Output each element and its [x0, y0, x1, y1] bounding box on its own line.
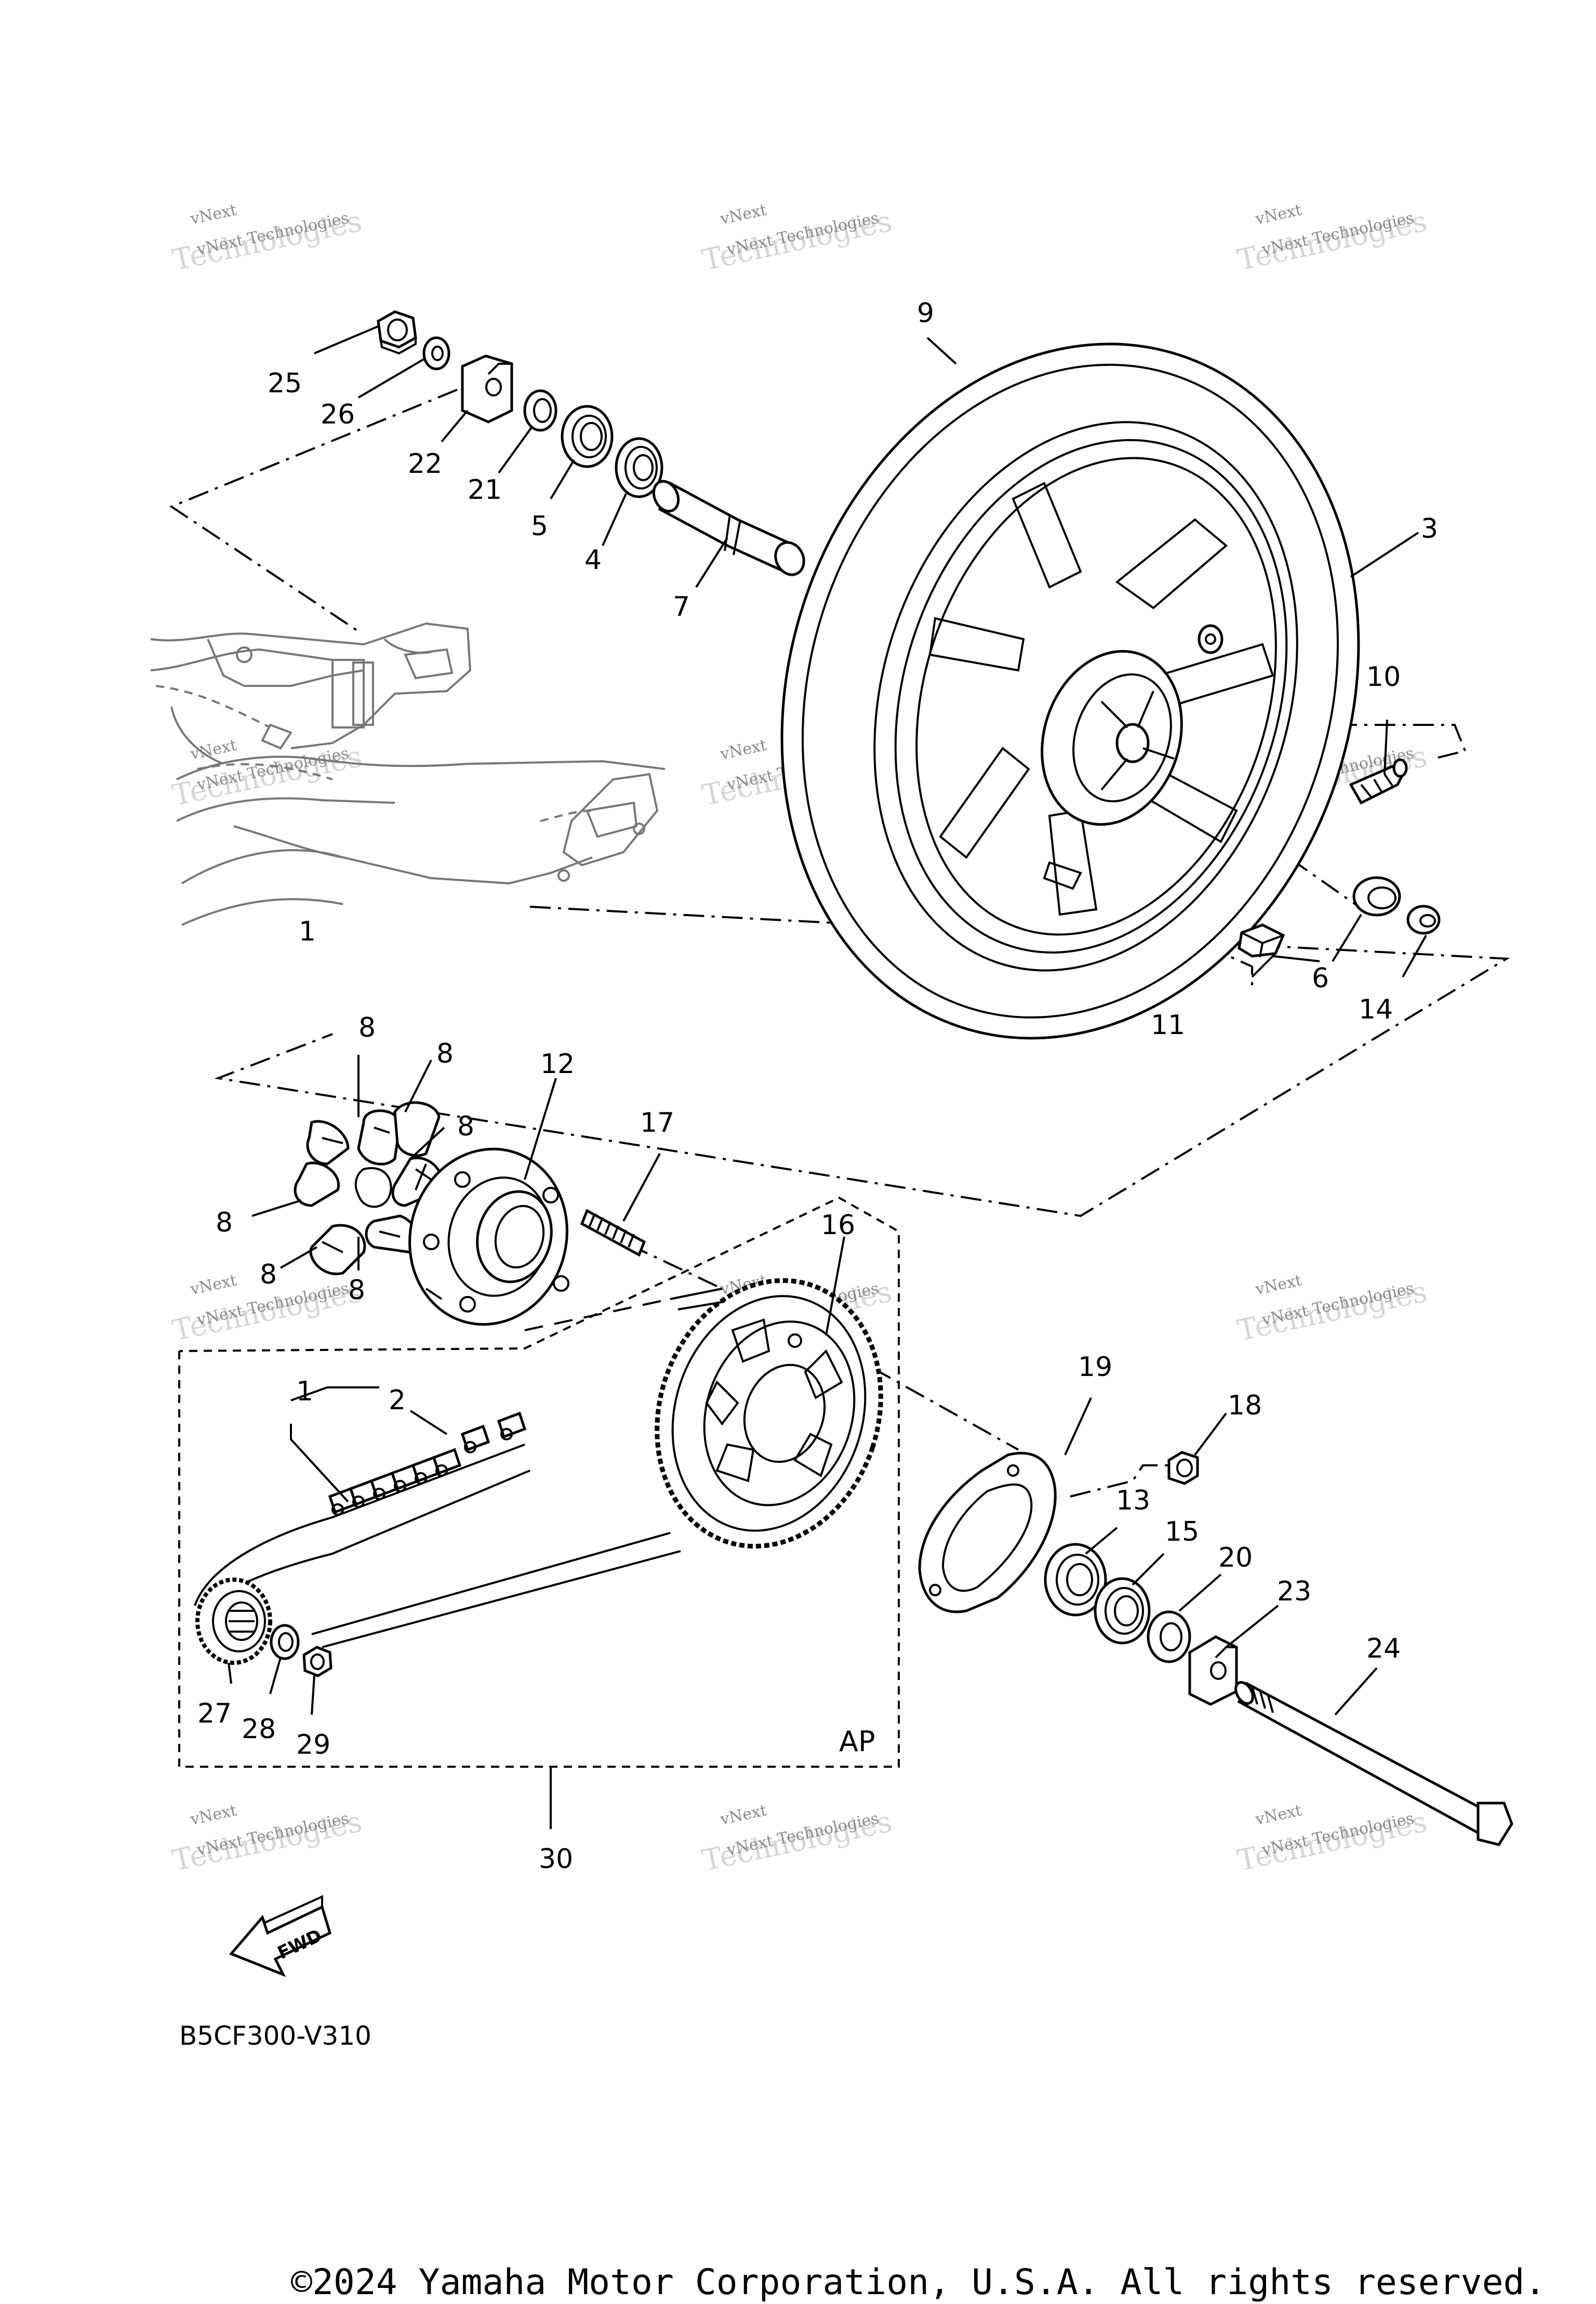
watermark-top-text: vNext: [719, 201, 768, 229]
left-side-axle-parts: [377, 310, 805, 576]
front-drive-parts: [195, 1578, 332, 1677]
watermark: Technologies vNext vNext Technologies: [699, 1802, 895, 1878]
callout-26: 26: [321, 399, 355, 430]
callout-28: 28: [242, 1714, 276, 1745]
watermark-top-text: vNext: [1254, 1802, 1304, 1829]
callout-23: 23: [1277, 1576, 1311, 1607]
callout-1: 1: [299, 916, 316, 947]
callout-2: 2: [389, 1385, 406, 1416]
copyright-notice: ©2024 Yamaha Motor Corporation, U.S.A. A…: [291, 2262, 1546, 2303]
callout-14: 14: [1359, 994, 1393, 1025]
bearing: [1044, 1543, 1107, 1617]
callout-21: 21: [468, 474, 502, 506]
right-side-axle-parts: [918, 1451, 1513, 1846]
callout-8: 8: [436, 1038, 454, 1069]
callout-20: 20: [1218, 1542, 1253, 1573]
watermark-top-text: vNext: [189, 201, 238, 229]
callout-25: 25: [268, 368, 302, 399]
callout-8: 8: [260, 1259, 277, 1290]
diagram-code: B5CF300-V310: [179, 2021, 371, 2051]
drive-chain-kit-box: AP: [178, 1196, 900, 1768]
assembly-tag: AP: [839, 1725, 875, 1758]
callout-8: 8: [348, 1275, 365, 1306]
watermark: Technologies vNext vNext Technologies: [169, 201, 365, 277]
callout-1: 1: [296, 1376, 313, 1407]
callout-5: 5: [531, 511, 548, 542]
callout-30: 30: [539, 1844, 573, 1875]
callout-7: 7: [673, 591, 690, 623]
drive-chain: [194, 1288, 725, 1648]
callout-17: 17: [640, 1107, 674, 1138]
watermark: Technologies vNext vNext Technologies: [699, 201, 895, 277]
callout-4: 4: [584, 545, 602, 576]
stud-bolt: [580, 1209, 646, 1257]
callout-18: 18: [1228, 1390, 1262, 1421]
sprocket-hub: [408, 1147, 569, 1326]
collar: [1406, 905, 1441, 935]
swingarm-frame-outline: [150, 622, 666, 926]
watermark: Technologies vNext vNext Technologies: [1234, 201, 1430, 277]
wheel-axle: [1234, 1681, 1513, 1846]
bearing: [1352, 876, 1401, 917]
forward-direction-arrow: FWD: [229, 1895, 332, 1977]
watermark: Technologies vNext vNext Technologies: [1234, 1802, 1430, 1878]
callout-8: 8: [216, 1207, 233, 1238]
oil-seal: [561, 405, 614, 468]
collar: [523, 389, 557, 432]
washer: [422, 336, 450, 370]
watermark-top-text: vNext: [189, 1272, 238, 1299]
bearing: [615, 437, 663, 498]
chain-puller: [461, 354, 513, 423]
callout-8: 8: [457, 1111, 474, 1142]
spacer-collar: [652, 480, 805, 576]
callout-29: 29: [296, 1729, 330, 1760]
callout-6: 6: [1312, 963, 1329, 994]
callout-10: 10: [1366, 661, 1401, 693]
callout-8: 8: [358, 1012, 376, 1043]
rear-sprocket: [655, 1278, 883, 1549]
callout-11: 11: [1151, 1010, 1185, 1041]
watermark-top-text: vNext: [1254, 1272, 1304, 1299]
watermark-top-text: vNext: [1254, 201, 1304, 229]
callout-labels: 1 2 3 4 5 6 7 9 10 11 12 13 14 15 16 17 …: [197, 298, 1438, 1875]
drive-sprocket: [195, 1578, 272, 1665]
watermark: Technologies vNext vNext Technologies: [169, 1802, 365, 1878]
callout-leader-lines: [228, 325, 1427, 1829]
callout-27: 27: [197, 1698, 232, 1729]
callout-12: 12: [540, 1049, 575, 1080]
damper-set: [294, 1101, 444, 1276]
chain-links: [328, 1411, 527, 1516]
callout-24: 24: [1366, 1633, 1401, 1664]
callout-9: 9: [917, 298, 934, 329]
nut: [302, 1646, 332, 1677]
axle-nut: [377, 310, 417, 355]
sprocket-cover: [918, 1452, 1057, 1613]
rear-wheel-assembly: [780, 342, 1360, 1040]
watermark-top-text: vNext: [719, 736, 768, 764]
oil-seal: [1094, 1577, 1151, 1645]
callout-3: 3: [1421, 513, 1438, 545]
callout-15: 15: [1165, 1516, 1199, 1547]
chain-puller: [1188, 1635, 1238, 1706]
callout-16: 16: [821, 1210, 855, 1241]
nut: [1167, 1451, 1199, 1485]
watermark-top-text: vNext: [189, 1802, 238, 1829]
balance-weight: [1238, 923, 1285, 958]
collar: [1147, 1610, 1191, 1663]
callout-13: 13: [1116, 1485, 1150, 1516]
watermark-top-text: vNext: [719, 1802, 768, 1829]
callout-19: 19: [1078, 1352, 1112, 1383]
callout-22: 22: [408, 448, 442, 480]
washer: [270, 1624, 300, 1660]
watermark: Technologies vNext vNext Technologies: [1234, 1272, 1430, 1348]
